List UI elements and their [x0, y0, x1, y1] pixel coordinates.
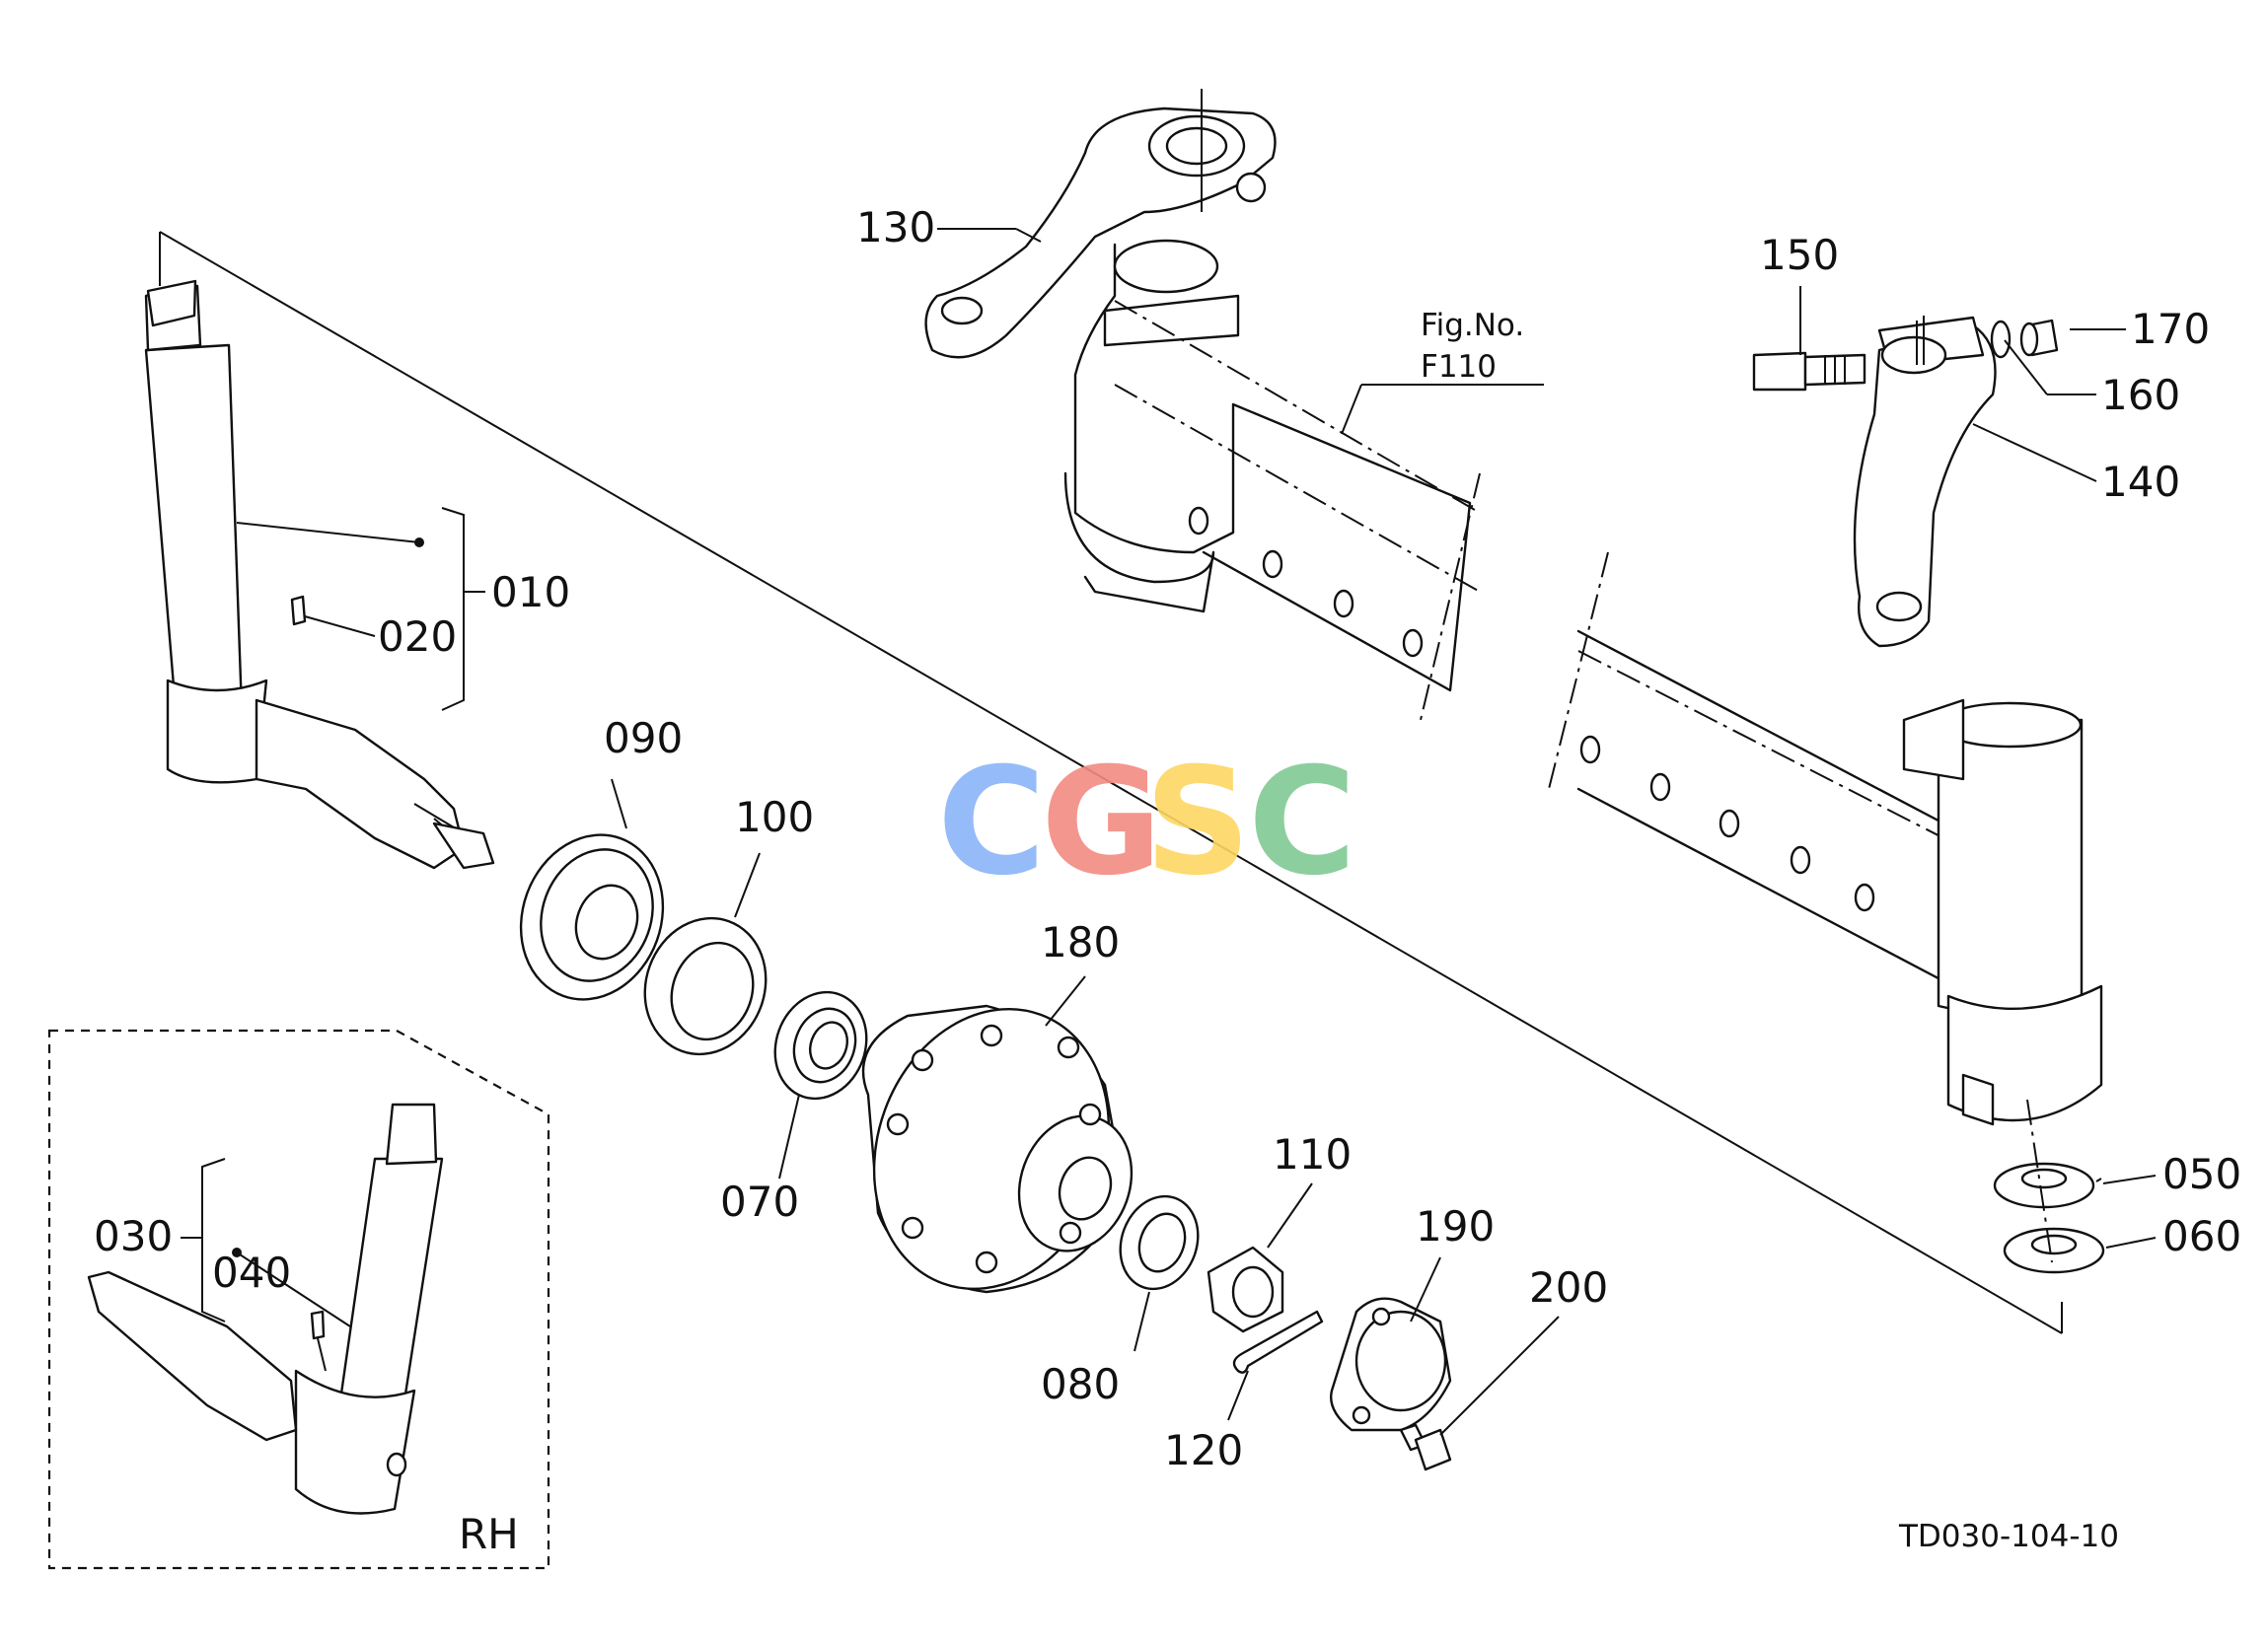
callout-140: 140 [2101, 458, 2180, 506]
callout-040: 040 [212, 1249, 291, 1297]
callout-180: 180 [1041, 918, 1120, 966]
axle-beam-left [1063, 239, 1481, 721]
part-140-knuckle-arm [1853, 316, 1997, 648]
inset-rh-label: RH [459, 1510, 519, 1558]
callout-200: 200 [1529, 1263, 1608, 1312]
figure-ref-line1: Fig.No. [1421, 308, 1524, 343]
part-120-cotter-pin [1232, 1310, 1324, 1374]
figure-ref-line2: F110 [1421, 349, 1497, 385]
assembly-axis-line [159, 231, 2063, 1334]
callout-100: 100 [735, 793, 814, 841]
part-180-hub [861, 1004, 1134, 1294]
callout-060: 060 [2162, 1212, 2241, 1260]
axle-beam-right [1548, 551, 2103, 1126]
leader-lines [181, 228, 2157, 1436]
part-050-washer [1993, 1162, 2095, 1209]
callout-080: 080 [1041, 1360, 1120, 1408]
part-080-bearing [1119, 1194, 1200, 1291]
part-070-bearing [773, 990, 868, 1101]
callout-150: 150 [1760, 231, 1839, 279]
watermark-letter-2: G [1041, 737, 1162, 908]
callout-110: 110 [1273, 1130, 1352, 1179]
callout-090: 090 [604, 714, 683, 762]
callout-010: 010 [491, 568, 570, 616]
washer-axis-line [2026, 1099, 2053, 1263]
watermark-letter-3: S [1144, 737, 1251, 908]
part-100-dust-seal [643, 916, 768, 1056]
part-090-seal [519, 833, 665, 1001]
part-010-knuckle-lh [144, 279, 495, 870]
callout-030: 030 [94, 1212, 173, 1260]
part-110-castle-nut [1207, 1246, 1284, 1333]
callout-190: 190 [1416, 1202, 1495, 1251]
part-190-hub-cap [1330, 1297, 1452, 1432]
callout-130: 130 [856, 203, 935, 251]
part-060-washer [2003, 1227, 2105, 1274]
part-020-pin [290, 595, 307, 626]
callout-050: 050 [2162, 1150, 2241, 1198]
cgsc-watermark: C G S C [937, 737, 1356, 908]
callout-070: 070 [720, 1178, 799, 1226]
callout-120: 120 [1164, 1426, 1243, 1474]
rh-inset-box [47, 1029, 550, 1570]
part-130-steering-arm [924, 89, 1277, 359]
drawing-code: TD030-104-10 [1898, 1519, 2119, 1554]
callout-170: 170 [2131, 305, 2210, 353]
part-160-washer [1990, 320, 2012, 359]
part-200-grease-nipple [1399, 1423, 1452, 1471]
callout-160: 160 [2101, 371, 2180, 419]
callout-020: 020 [378, 612, 457, 661]
watermark-letter-4: C [1248, 737, 1356, 908]
part-040-pin [310, 1310, 326, 1340]
part-150-bolt [1752, 351, 1866, 392]
part-170-nut [2019, 319, 2059, 357]
watermark-letter-1: C [937, 737, 1046, 908]
